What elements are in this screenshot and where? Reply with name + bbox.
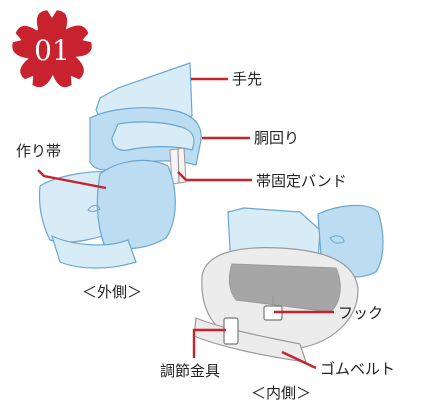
adjustment-buckle — [223, 317, 239, 345]
sakura-flower-shape — [12, 10, 92, 88]
label-dou-mawari: 胴回り — [254, 129, 299, 147]
label-tesaki: 手先 — [232, 70, 262, 88]
label-obi-kotei-band: 帯固定バンド — [256, 172, 347, 190]
outer-obi-illustration — [38, 62, 202, 269]
leader-obi-kotei-band — [177, 171, 252, 182]
caption-inner: ＜内側＞ — [251, 384, 311, 402]
leader-gomu-belt — [281, 350, 317, 370]
label-gomu-belt: ゴムベルト — [320, 360, 395, 378]
label-tsukuri-obi: 作り帯 — [16, 142, 61, 160]
leader-chousetsu-kanagu — [192, 328, 226, 358]
caption-outer: ＜外側＞ — [82, 283, 142, 301]
inner-obi-illustration — [193, 204, 384, 363]
leader-tsukuri-obi — [37, 169, 107, 190]
leader-lines — [37, 77, 334, 370]
tsukuri-obi-bow-lower — [51, 234, 137, 269]
obi-fixing-band-line — [177, 148, 180, 184]
tsukuri-obi-knot-detail — [87, 204, 101, 213]
badge-number: 01 — [34, 34, 70, 67]
label-chousetsu-kanagu: 調節金具 — [160, 362, 220, 380]
label-hook: フック — [338, 304, 383, 322]
tsukuri-obi-bow-center — [96, 159, 176, 250]
dou-mawari-inner — [111, 121, 195, 151]
inner-fabric-fold — [329, 235, 345, 244]
sakura-badge: 01 — [12, 10, 92, 88]
